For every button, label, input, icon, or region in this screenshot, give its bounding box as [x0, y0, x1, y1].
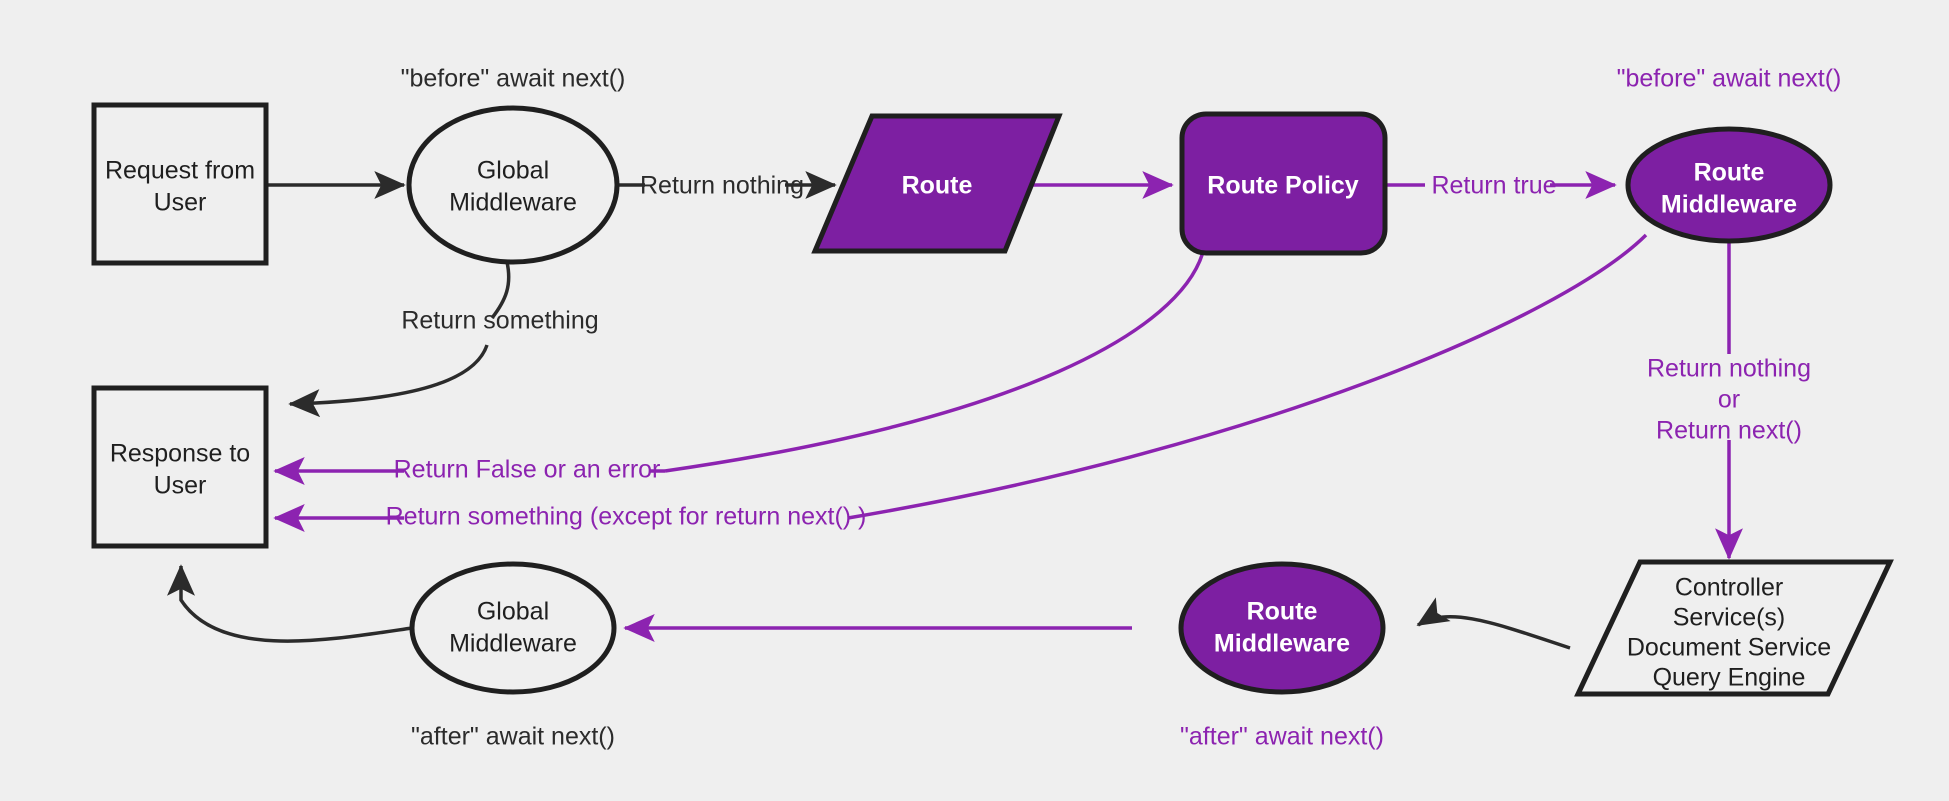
response-box-shape: [91, 385, 269, 549]
edge-label-return-something-except: Return something (except for return next…: [386, 503, 867, 531]
global-middleware-bottom-label-line1: Global: [477, 598, 549, 626]
request-label-line1: Request from: [105, 157, 255, 185]
route-policy-shape: [1179, 111, 1388, 256]
global-middleware-top-label-line2: Middleware: [449, 189, 577, 217]
node-global-middleware-bottom[interactable]: Global Middleware: [409, 561, 617, 695]
edge-route-policy-false-curve: [664, 251, 1205, 473]
node-request-from-user[interactable]: Request from User: [91, 102, 269, 266]
node-route-middleware-top[interactable]: Route Middleware: [1625, 126, 1833, 244]
edge-label-return-something-top: Return something: [401, 307, 598, 335]
controller-label-line3: Document Service: [1627, 634, 1831, 662]
annotation-after-route-middleware: "after" await next(): [1180, 723, 1384, 751]
route-middleware-bottom-label-line2: Middleware: [1214, 630, 1350, 658]
node-route[interactable]: Route: [811, 113, 1063, 254]
edge-label-return-true: Return true: [1431, 172, 1556, 200]
controller-label-line1: Controller: [1675, 574, 1783, 602]
controller-label-line4: Query Engine: [1653, 664, 1806, 692]
route-middleware-top-shape: [1625, 126, 1833, 244]
node-response-to-user[interactable]: Response to User: [91, 385, 269, 549]
route-middleware-bottom-label-line1: Route: [1247, 598, 1318, 626]
node-global-middleware-top[interactable]: Global Middleware: [406, 105, 620, 265]
global-middleware-bottom-label-line2: Middleware: [449, 630, 577, 658]
edge-label-return-nothing-or-next-line3: Return next(): [1656, 417, 1802, 445]
node-route-policy[interactable]: Route Policy: [1179, 111, 1388, 256]
controller-parallelogram-shape: [1574, 559, 1894, 697]
global-middleware-top-shape: [406, 105, 620, 265]
edge-return-something-upper-stub: [490, 261, 511, 320]
edge-label-return-nothing: Return nothing: [640, 172, 804, 200]
edge-label-return-false-or-error: Return False or an error: [394, 456, 661, 484]
edge-global-middleware-bottom-to-response: [167, 564, 413, 643]
annotation-after-global-middleware: "after" await next(): [411, 723, 615, 751]
global-middleware-top-label-line1: Global: [477, 157, 549, 185]
edge-label-return-nothing-or-next-line1: Return nothing: [1647, 355, 1811, 383]
edge-label-return-nothing-or-next-line2: or: [1718, 386, 1740, 414]
node-route-middleware-bottom[interactable]: Route Middleware: [1178, 561, 1386, 695]
route-parallelogram-shape: [811, 113, 1063, 254]
controller-label-line2: Service(s): [1673, 604, 1786, 632]
route-policy-label: Route Policy: [1207, 172, 1359, 200]
response-label-line1: Response to: [110, 440, 250, 468]
global-middleware-bottom-shape: [409, 561, 617, 695]
response-label-line2: User: [154, 472, 207, 500]
route-middleware-top-label-line2: Middleware: [1661, 191, 1797, 219]
edge-controller-to-route-middleware-bottom: [1416, 597, 1571, 650]
annotation-before-route-middleware: "before" await next(): [1617, 65, 1842, 93]
route-middleware-top-label-line1: Route: [1694, 159, 1765, 187]
request-label-line2: User: [154, 189, 207, 217]
edge-route-middleware-something-curve: [847, 233, 1648, 520]
route-middleware-bottom-shape: [1178, 561, 1386, 695]
edge-return-something-to-response: [288, 344, 489, 418]
route-label: Route: [902, 172, 973, 200]
annotation-before-global-middleware: "before" await next(): [401, 65, 626, 93]
node-controller[interactable]: Controller Service(s) Document Service Q…: [1574, 559, 1894, 697]
request-box-shape: [91, 102, 269, 266]
